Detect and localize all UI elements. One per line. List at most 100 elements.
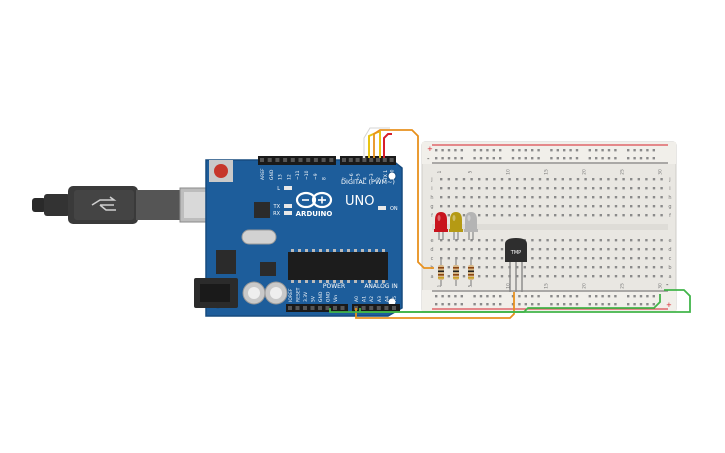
breadboard-hole[interactable] — [470, 205, 473, 208]
led[interactable] — [464, 212, 478, 240]
breadboard-hole[interactable] — [523, 196, 526, 199]
breadboard-hole[interactable] — [538, 214, 542, 217]
header-pin[interactable] — [355, 158, 360, 162]
rail-hole[interactable] — [601, 157, 604, 160]
header-pin[interactable] — [348, 158, 353, 162]
rail-hole[interactable] — [460, 295, 463, 298]
breadboard-hole[interactable] — [607, 257, 610, 260]
breadboard-hole[interactable] — [554, 266, 557, 269]
breadboard-hole[interactable] — [645, 248, 648, 251]
breadboard-hole[interactable] — [538, 248, 542, 251]
rail-hole[interactable] — [601, 295, 604, 298]
rail-hole[interactable] — [479, 295, 483, 298]
breadboard-hole[interactable] — [660, 257, 663, 260]
rail-hole[interactable] — [588, 303, 591, 306]
rail-hole[interactable] — [518, 157, 521, 160]
rail-hole[interactable] — [537, 295, 540, 298]
breadboard-hole[interactable] — [576, 178, 580, 181]
breadboard-hole[interactable] — [447, 205, 450, 208]
breadboard-hole[interactable] — [584, 187, 587, 190]
breadboard-hole[interactable] — [554, 275, 557, 278]
breadboard-hole[interactable] — [660, 266, 663, 269]
breadboard-hole[interactable] — [652, 187, 656, 190]
rail-hole[interactable] — [518, 295, 521, 298]
rail-hole[interactable] — [473, 157, 476, 160]
breadboard-hole[interactable] — [455, 187, 458, 190]
breadboard-hole[interactable] — [546, 196, 549, 199]
breadboard-hole[interactable] — [500, 266, 504, 269]
rail-hole[interactable] — [569, 303, 572, 306]
breadboard-hole[interactable] — [630, 266, 633, 269]
wire-orange[interactable] — [373, 129, 434, 269]
breadboard-hole[interactable] — [485, 214, 488, 217]
rail-hole[interactable] — [646, 149, 649, 152]
breadboard-hole[interactable] — [561, 257, 564, 260]
breadboard-hole[interactable] — [576, 257, 580, 260]
breadboard-hole[interactable] — [630, 239, 633, 242]
breadboard-hole[interactable] — [554, 214, 557, 217]
breadboard-hole[interactable] — [576, 196, 580, 199]
breadboard-hole[interactable] — [660, 275, 663, 278]
breadboard-hole[interactable] — [538, 205, 542, 208]
breadboard-hole[interactable] — [645, 187, 648, 190]
breadboard-hole[interactable] — [607, 239, 610, 242]
rail-hole[interactable] — [575, 303, 579, 306]
rail-hole[interactable] — [556, 149, 559, 152]
breadboard-hole[interactable] — [652, 205, 656, 208]
header-pin[interactable] — [376, 306, 381, 310]
breadboard-hole[interactable] — [599, 196, 602, 199]
breadboard-hole[interactable] — [584, 239, 587, 242]
rail-hole[interactable] — [607, 303, 611, 306]
header-pin[interactable] — [369, 158, 374, 162]
breadboard-hole[interactable] — [516, 266, 519, 269]
breadboard-hole[interactable] — [500, 178, 504, 181]
breadboard-hole[interactable] — [592, 196, 595, 199]
breadboard-hole[interactable] — [500, 239, 504, 242]
rail-hole[interactable] — [511, 295, 515, 298]
breadboard-hole[interactable] — [440, 178, 443, 181]
rail-hole[interactable] — [531, 157, 534, 160]
breadboard-hole[interactable] — [485, 205, 488, 208]
rail-hole[interactable] — [652, 157, 655, 160]
rail-hole[interactable] — [441, 157, 444, 160]
breadboard-hole[interactable] — [637, 248, 640, 251]
breadboard-hole[interactable] — [531, 248, 534, 251]
rail-hole[interactable] — [614, 149, 617, 152]
rail-hole[interactable] — [639, 303, 643, 306]
rail-hole[interactable] — [607, 157, 611, 160]
breadboard-hole[interactable] — [462, 275, 466, 278]
rail-hole[interactable] — [447, 303, 451, 306]
breadboard-hole[interactable] — [554, 205, 557, 208]
rail-hole[interactable] — [454, 295, 457, 298]
breadboard-hole[interactable] — [447, 248, 450, 251]
breadboard-hole[interactable] — [645, 205, 648, 208]
rail-hole[interactable] — [499, 157, 502, 160]
breadboard-hole[interactable] — [599, 187, 602, 190]
breadboard-hole[interactable] — [554, 239, 557, 242]
breadboard-hole[interactable] — [569, 196, 572, 199]
breadboard-hole[interactable] — [622, 239, 625, 242]
rail-hole[interactable] — [563, 149, 566, 152]
rail-hole[interactable] — [454, 303, 457, 306]
breadboard-hole[interactable] — [584, 257, 587, 260]
rail-hole[interactable] — [575, 157, 579, 160]
breadboard-hole[interactable] — [531, 187, 534, 190]
breadboard-hole[interactable] — [607, 275, 610, 278]
breadboard-hole[interactable] — [599, 266, 602, 269]
breadboard-hole[interactable] — [485, 248, 488, 251]
rail-hole[interactable] — [511, 149, 515, 152]
breadboard-hole[interactable] — [561, 196, 564, 199]
breadboard-hole[interactable] — [470, 196, 473, 199]
breadboard-hole[interactable] — [599, 205, 602, 208]
breadboard-hole[interactable] — [614, 178, 618, 181]
wire-red[interactable] — [383, 133, 392, 158]
breadboard-hole[interactable] — [614, 196, 618, 199]
rail-hole[interactable] — [492, 157, 495, 160]
resistor[interactable] — [438, 258, 444, 286]
breadboard-hole[interactable] — [455, 205, 458, 208]
breadboard-hole[interactable] — [500, 248, 504, 251]
breadboard-hole[interactable] — [592, 187, 595, 190]
rail-hole[interactable] — [639, 295, 643, 298]
breadboard-hole[interactable] — [576, 239, 580, 242]
breadboard-hole[interactable] — [440, 187, 443, 190]
